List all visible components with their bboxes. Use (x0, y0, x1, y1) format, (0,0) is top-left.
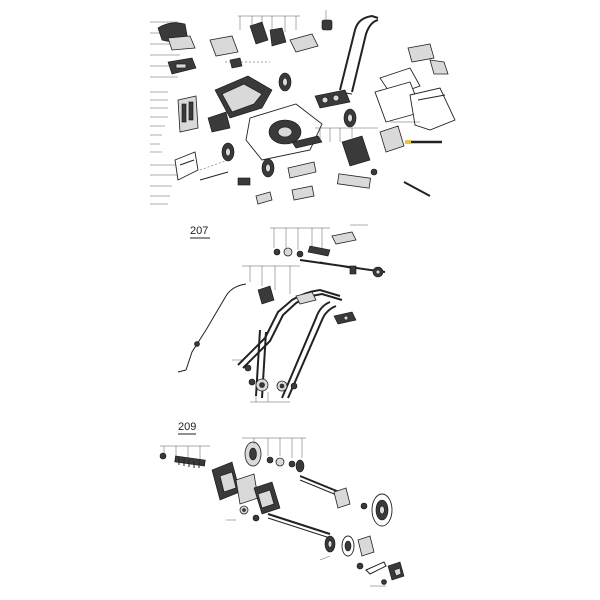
pivot-link-part (365, 561, 387, 575)
control-cable (185, 283, 247, 371)
clip-holder-part (407, 43, 435, 63)
gearbox-assembly (239, 481, 281, 522)
lower-knob-assembly (244, 364, 298, 392)
side-plate-part (177, 95, 199, 133)
motor-cover (221, 83, 263, 113)
clip-part (229, 57, 243, 69)
height-lever (174, 151, 199, 181)
gear-cover-part (379, 125, 405, 153)
highlight-tag (405, 140, 411, 144)
drive-wheel-large (371, 493, 393, 527)
deflector-part (287, 161, 317, 179)
plate-part (289, 33, 319, 53)
switch-box-handle (257, 285, 275, 305)
drive-left-leaders (160, 445, 210, 460)
main-assembly-section (150, 10, 456, 205)
drive-spring (174, 455, 206, 467)
link-rod (199, 171, 229, 181)
small-block-part (237, 177, 251, 186)
wheel-bottom (261, 158, 275, 178)
handle-side-leaders (232, 265, 300, 403)
drive-wheel-right (295, 459, 305, 473)
rear-shield-part (337, 173, 371, 189)
cover-part (209, 35, 239, 57)
right-callout-leaders (315, 121, 420, 142)
plate-under-part (255, 191, 273, 205)
lever-part (269, 27, 287, 47)
wheel-right (343, 108, 357, 128)
handle-top-leaders (270, 224, 368, 250)
gearbox-part (341, 135, 371, 167)
cover-flap-part (167, 35, 196, 51)
upper-handle-part (337, 14, 379, 95)
spring-part (175, 63, 187, 69)
drive-section: 209 (159, 421, 405, 587)
wheel-front-left (278, 72, 292, 92)
drive-wheel-upper (244, 441, 262, 467)
knob-part (321, 19, 333, 31)
switch-box-part (249, 21, 269, 45)
handle-section: 207 (177, 224, 386, 403)
blade-part (291, 135, 323, 149)
section-label-209: 209 (178, 421, 196, 433)
handle-bracket-part (331, 231, 357, 245)
rod-part (403, 181, 431, 197)
lower-bracket-part (357, 535, 375, 557)
axle-assembly (314, 89, 351, 109)
bracket-left (207, 111, 231, 133)
drive-top-leaders (226, 437, 386, 587)
lower-wheel-assembly (324, 535, 355, 557)
mulch-plug-part (291, 185, 315, 201)
section-label-207: 207 (190, 225, 208, 237)
axle-bracket-drive (333, 487, 351, 509)
wheel-rear-left (221, 142, 235, 162)
washer-part (370, 168, 378, 176)
bracket-part (429, 59, 449, 75)
grass-box (409, 87, 456, 131)
drive-shaft (267, 513, 331, 535)
left-callout-leaders (150, 21, 180, 205)
